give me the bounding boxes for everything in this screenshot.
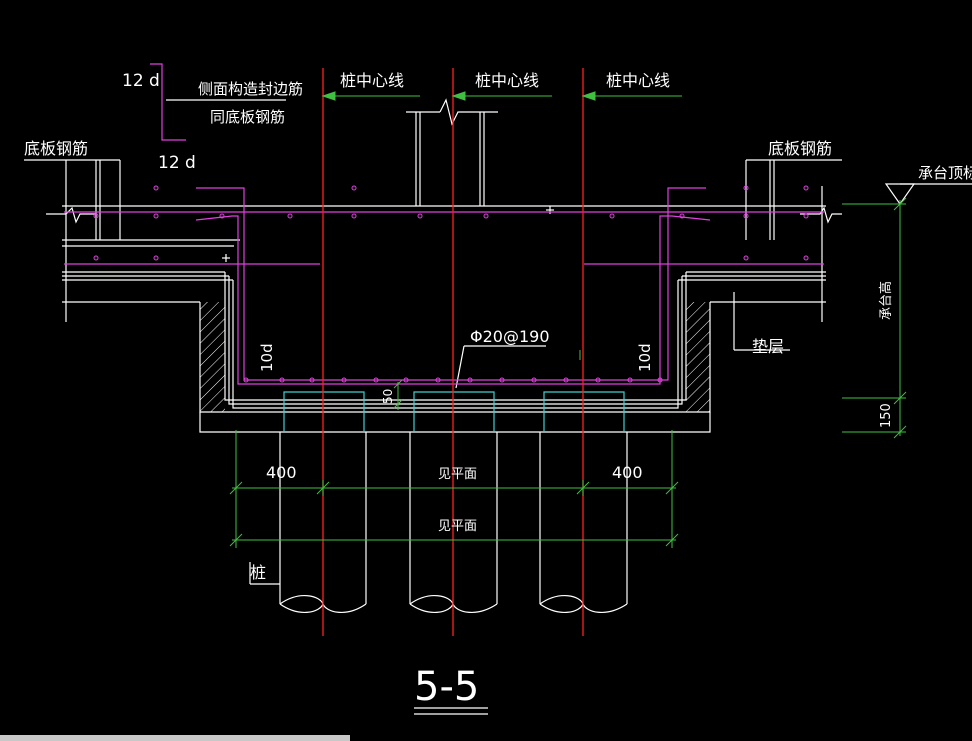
cover-thickness-label: 50: [381, 389, 395, 404]
pile-center-label-left: 桩中心线: [340, 71, 404, 90]
slab-rebar-label-left: 底板钢筋: [24, 139, 88, 158]
section-title: 5-5: [414, 664, 479, 710]
hatch-left: [200, 302, 225, 412]
see-plan-label-1: 见平面: [438, 467, 477, 482]
anchor-length-left: 10d: [258, 343, 276, 372]
hatch-right: [686, 302, 710, 412]
rebar-spec-label: Φ20@190: [470, 327, 550, 346]
rebar-lines: [64, 63, 824, 385]
rebar-dots: [93, 185, 809, 383]
side-closing-rebar-label-1: 侧面构造封边筋: [198, 80, 303, 98]
cushion-thickness-label: 150: [879, 403, 894, 428]
slab-rebar-label-right: 底板钢筋: [768, 139, 832, 158]
horizontal-scrollbar[interactable]: [0, 735, 350, 741]
cushion-label: 垫层: [752, 337, 784, 356]
lap-length-top: 12 d: [122, 71, 160, 91]
see-plan-label-2: 见平面: [438, 519, 477, 534]
lap-length-bottom: 12 d: [158, 153, 196, 173]
pile-center-label-right: 桩中心线: [606, 71, 670, 90]
side-closing-rebar-label-2: 同底板钢筋: [210, 108, 285, 126]
pile-center-lines: [322, 68, 584, 636]
cap-height-label: 承台高: [878, 281, 894, 320]
pile-rebar: [283, 391, 625, 432]
pile-label: 桩: [250, 563, 266, 582]
concrete-outline: [24, 98, 972, 715]
pile-center-label-mid: 桩中心线: [475, 71, 539, 90]
anchor-length-right: 10d: [636, 343, 654, 372]
cap-top-elevation-label: 承台顶标高: [918, 164, 972, 182]
dim-400-right: 400: [612, 463, 643, 482]
dimension-lines: [229, 91, 907, 548]
dim-400-left: 400: [266, 463, 297, 482]
